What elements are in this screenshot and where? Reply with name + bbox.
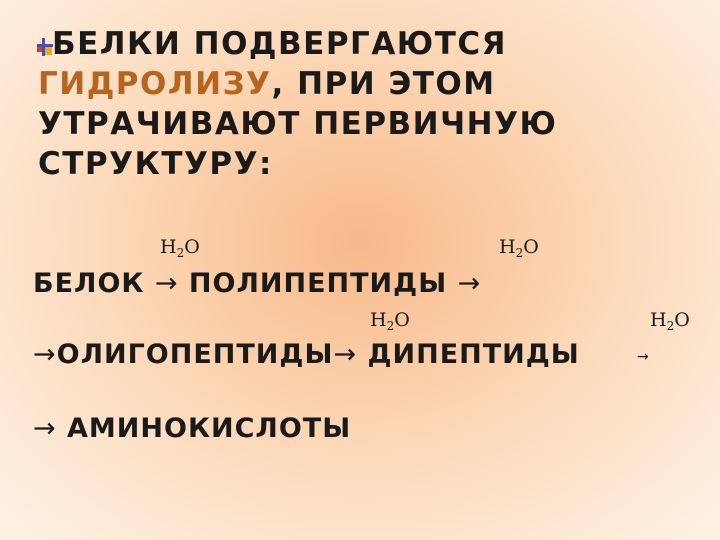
slide-heading: БЕЛКИ ПОДВЕРГАЮТСЯ ГИДРОЛИЗУ, ПРИ ЭТОМ У…	[38, 24, 698, 184]
arrow-2: →	[457, 268, 482, 299]
arrow-5: →	[637, 349, 649, 365]
chain-row-1: БЕЛОК → ПОЛИПЕПТИДЫ →	[33, 268, 481, 299]
chain-step-protein: БЕЛОК	[33, 268, 145, 299]
chain-step-amino-acids: АМИНОКИСЛОТЫ	[67, 413, 352, 444]
heading-line-2: ГИДРОЛИЗУ, ПРИ ЭТОМ	[38, 64, 698, 104]
arrow-1: →	[154, 268, 179, 299]
hydrolysis-term: ГИДРОЛИЗУ	[38, 66, 272, 102]
chain-step-oligopeptides: ОЛИГОПЕПТИДЫ	[56, 339, 334, 370]
heading-line-2-rest: , ПРИ ЭТОМ	[271, 66, 496, 102]
chain-step-polypeptides: ПОЛИПЕПТИДЫ	[188, 268, 448, 299]
arrow-3: →	[33, 339, 57, 370]
chain-step-dipeptides: ДИПЕПТИДЫ	[367, 339, 580, 370]
catalyst-label-3: H2O	[370, 309, 410, 333]
chain-row-3: → АМИНОКИСЛОТЫ	[33, 413, 351, 444]
heading-line-4: СТРУКТУРУ:	[38, 146, 273, 182]
arrow-6: →	[33, 413, 57, 444]
catalyst-label-2: H2O	[499, 236, 539, 260]
chain-row-2: →ОЛИГОПЕПТИДЫ→ ДИПЕПТИДЫ	[33, 339, 580, 370]
arrow-4: →	[333, 339, 358, 370]
bullet-icon	[37, 38, 53, 56]
heading-line-3: УТРАЧИВАЮТ ПЕРВИЧНУЮ	[38, 106, 558, 142]
catalyst-label-1: H2O	[160, 236, 200, 260]
catalyst-label-4: H2O	[650, 309, 690, 333]
heading-line-1: БЕЛКИ ПОДВЕРГАЮТСЯ	[52, 26, 507, 62]
